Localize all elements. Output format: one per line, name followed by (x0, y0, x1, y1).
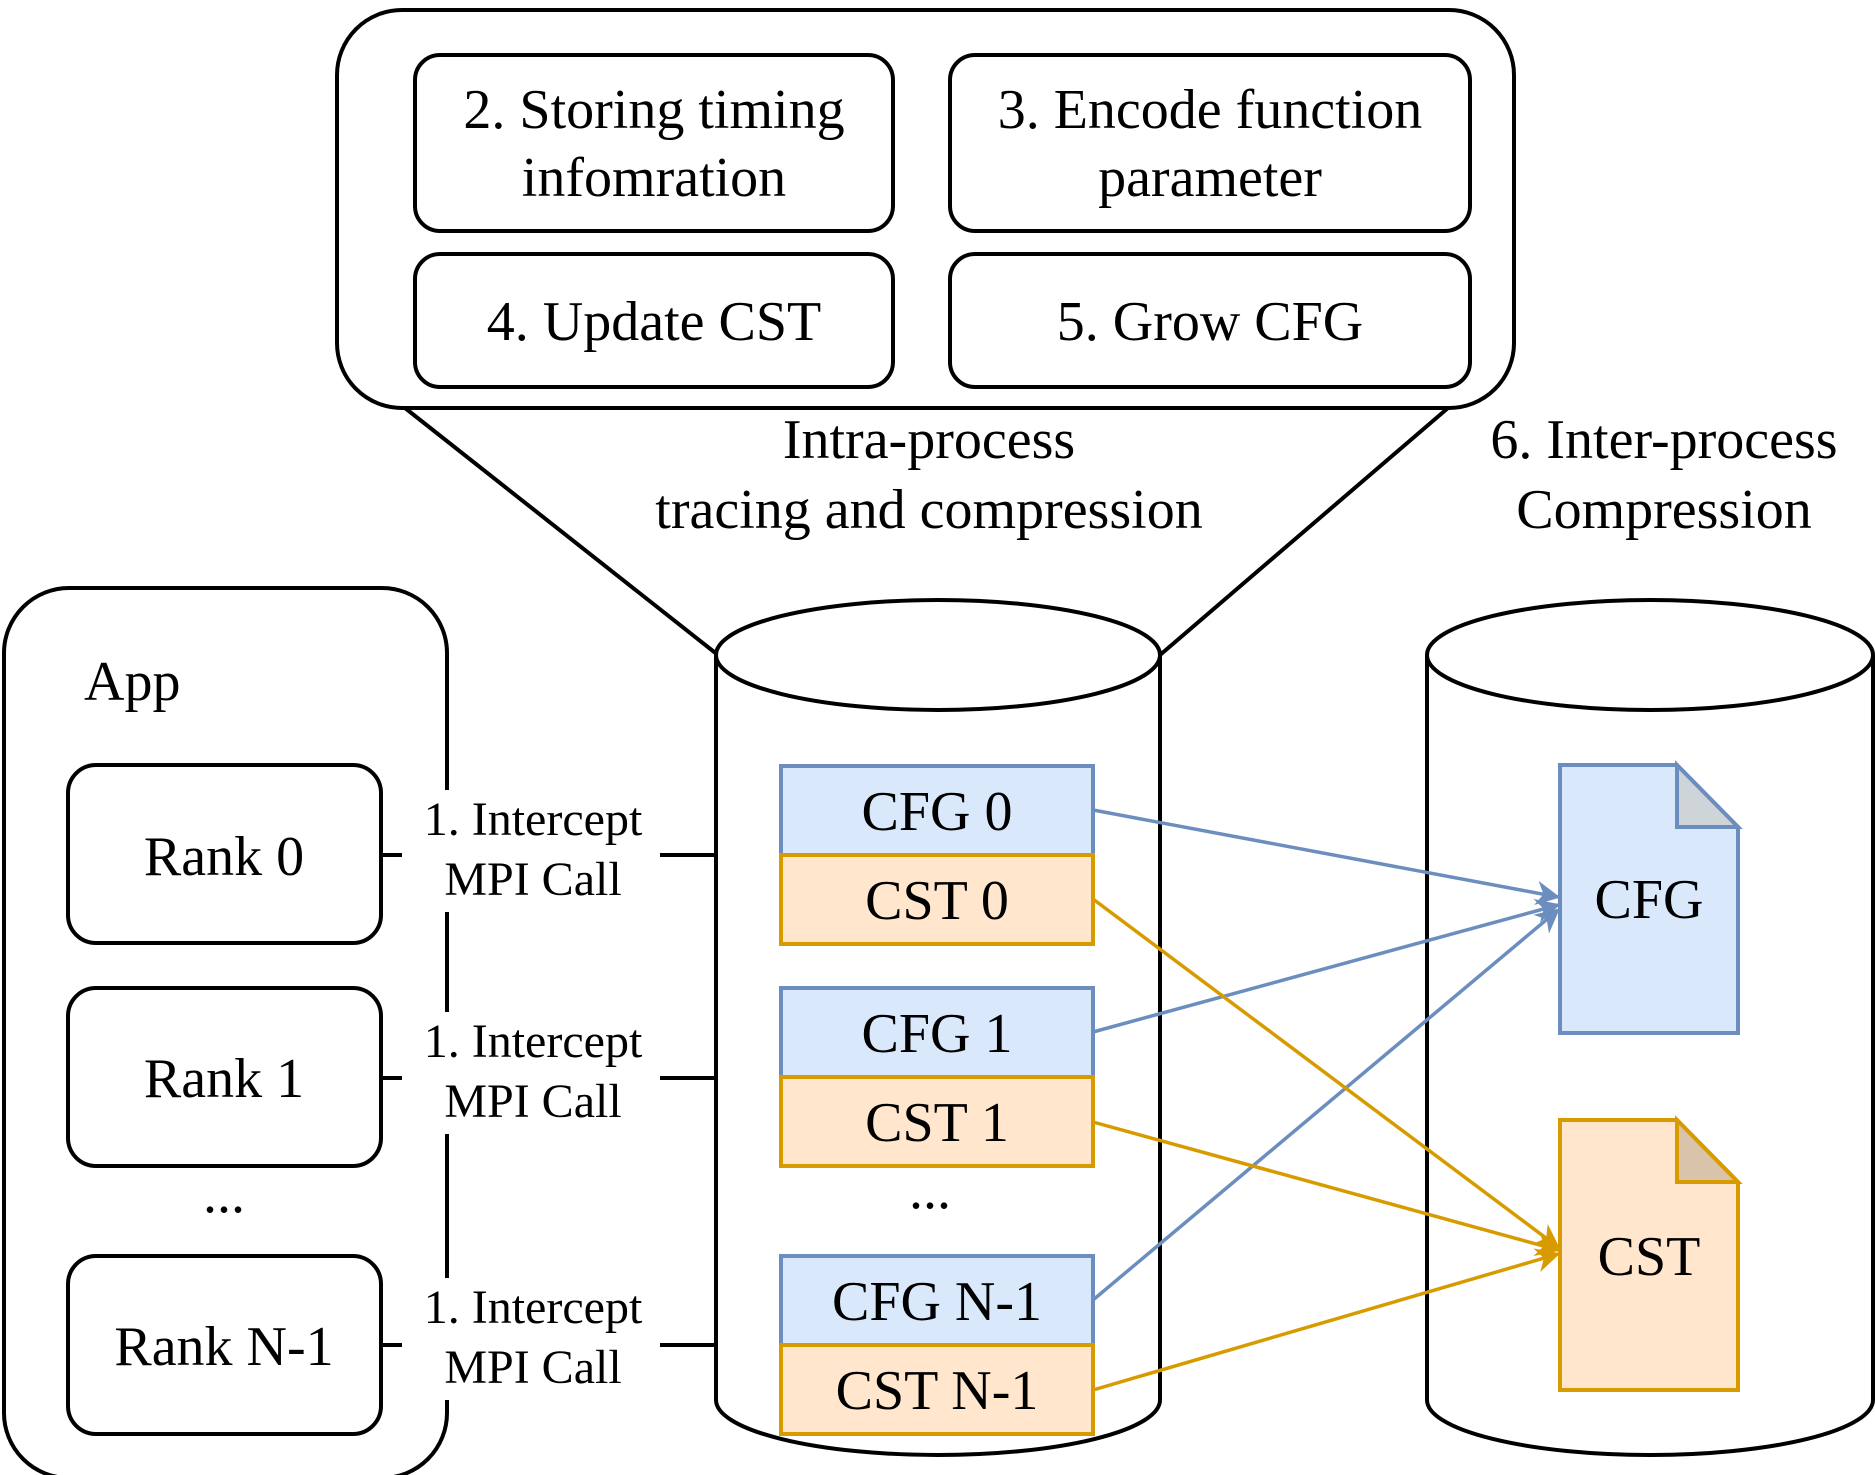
rank-n-1-box: Rank N-1 (66, 1254, 383, 1436)
step-encode-function: 3. Encode function parameter (948, 53, 1472, 233)
svg-text:Rank 1: Rank 1 (144, 1048, 304, 1110)
cst-document: CST (1558, 1115, 1743, 1392)
cfg-cst-pair-1: CFG 1 CST 1 (779, 986, 1095, 1168)
svg-text:CFG 0: CFG 0 (862, 781, 1013, 843)
intercept-label-1: 1. Intercept MPI Call (402, 1012, 660, 1134)
svg-text:1. Intercept: 1. Intercept (424, 793, 643, 846)
step-update-cst: 4. Update CST (413, 252, 895, 389)
svg-text:CFG 1: CFG 1 (862, 1003, 1013, 1065)
cfg-document: CFG (1558, 760, 1743, 1035)
svg-text:CST 0: CST 0 (865, 870, 1009, 932)
cst-arrow-0 (1091, 897, 1560, 1249)
cfg-merge-arrows (1091, 808, 1561, 1302)
step-grow-cfg: 5. Grow CFG (948, 252, 1472, 389)
svg-text:2. Storing timing: 2. Storing timing (463, 79, 844, 141)
svg-text:MPI Call: MPI Call (444, 853, 621, 906)
cfg-document-fold (1675, 760, 1743, 829)
callout-line-right (1158, 406, 1450, 657)
rank-1-box: Rank 1 (66, 986, 383, 1168)
cst-document-fold (1675, 1115, 1743, 1184)
svg-text:CFG: CFG (1595, 869, 1704, 931)
cfg-cst-pair-0: CFG 0 CST 0 (779, 764, 1095, 946)
cst-block-1 (779, 1075, 1095, 1168)
cst-arrow-n-1 (1092, 1248, 1561, 1392)
app-ellipsis: ... (203, 1163, 245, 1225)
svg-text:CST N-1: CST N-1 (836, 1360, 1039, 1422)
cfg-arrow-0 (1092, 808, 1561, 905)
cfg-arrow-n-1 (1091, 908, 1560, 1302)
app-title: App (84, 651, 180, 713)
svg-text:parameter: parameter (1098, 147, 1322, 209)
svg-text:4. Update CST: 4. Update CST (487, 291, 821, 353)
cfg-arrow-1 (1092, 898, 1561, 1034)
intra-process-callout: 2. Storing timing infomration 3. Encode … (335, 8, 1516, 657)
svg-text:MPI Call: MPI Call (444, 1341, 621, 1394)
rank-0-box: Rank 0 (66, 763, 383, 945)
cst-merge-arrows (1091, 897, 1561, 1392)
svg-text:5. Grow CFG: 5. Grow CFG (1057, 291, 1363, 353)
cst-arrow-1 (1092, 1120, 1561, 1256)
svg-text:Rank N-1: Rank N-1 (114, 1316, 333, 1378)
inter-process-label-line2: Compression (1516, 479, 1812, 541)
app-panel: App Rank 0 Rank 1 ... Rank N-1 (2, 586, 449, 1475)
svg-text:Rank 0: Rank 0 (144, 826, 304, 888)
svg-text:CST 1: CST 1 (865, 1092, 1009, 1154)
intra-process-label-line1: Intra-process (783, 409, 1075, 471)
intercept-label-0: 1. Intercept MPI Call (402, 790, 660, 912)
intercept-arrows: 1. Intercept MPI Call 1. Intercept MPI C… (381, 790, 782, 1400)
storage-ellipsis: ... (909, 1159, 951, 1221)
cfg-block-1 (779, 986, 1095, 1079)
intra-process-label-line2: tracing and compression (655, 479, 1202, 541)
svg-text:CST: CST (1598, 1226, 1701, 1288)
svg-text:1. Intercept: 1. Intercept (424, 1281, 643, 1334)
svg-text:MPI Call: MPI Call (444, 1075, 621, 1128)
svg-text:infomration: infomration (522, 147, 786, 209)
svg-text:3. Encode function: 3. Encode function (998, 79, 1423, 141)
svg-text:1. Intercept: 1. Intercept (424, 1015, 643, 1068)
cfg-cst-pair-n-1: CFG N-1 CST N-1 (779, 1254, 1095, 1436)
cst-block-n-1 (779, 1343, 1095, 1436)
intercept-label-n-1: 1. Intercept MPI Call (402, 1278, 660, 1400)
svg-text:CFG N-1: CFG N-1 (832, 1271, 1042, 1333)
callout-line-left (403, 406, 720, 657)
step-storing-timing: 2. Storing timing infomration (413, 53, 895, 233)
inter-process-label-line1: 6. Inter-process (1490, 409, 1837, 471)
